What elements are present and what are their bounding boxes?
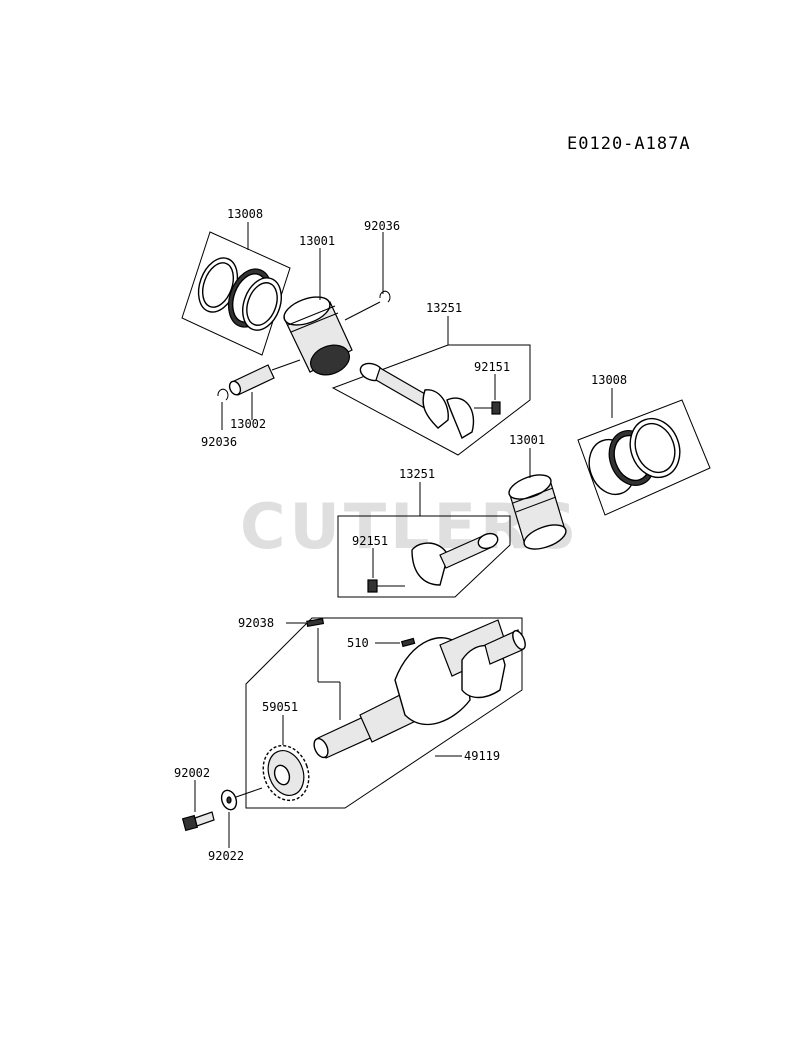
key-crank[interactable] — [400, 637, 416, 648]
label-13251-lower: 13251 — [399, 467, 435, 481]
label-92036-right: 92036 — [364, 219, 400, 233]
crankshaft[interactable] — [311, 619, 527, 760]
label-59051: 59051 — [262, 700, 298, 714]
conrod-upper-frame — [331, 344, 531, 456]
label-13001-lower: 13001 — [509, 433, 545, 447]
diagram-code: E0120-A187A — [567, 134, 691, 154]
conrod-lower-frame — [337, 515, 511, 598]
label-510: 510 — [347, 636, 369, 650]
piston-rings-lower[interactable] — [577, 399, 711, 516]
label-92036-left: 92036 — [201, 435, 237, 449]
conrod-upper[interactable] — [358, 360, 475, 440]
clip-upper-left[interactable] — [217, 388, 229, 401]
key-gear[interactable] — [306, 617, 325, 628]
washer[interactable] — [219, 788, 239, 812]
label-92151-lower: 92151 — [352, 534, 388, 548]
conrod-lower[interactable] — [411, 531, 500, 586]
bolt-upper[interactable] — [474, 401, 501, 415]
crank-frame — [245, 617, 523, 809]
label-92038: 92038 — [238, 616, 274, 630]
label-13001-upper: 13001 — [299, 234, 335, 248]
label-92022: 92022 — [208, 849, 244, 863]
bolt-gear[interactable] — [181, 811, 215, 832]
bolt-lower[interactable] — [367, 579, 405, 593]
piston-pin[interactable] — [228, 364, 275, 396]
label-13002: 13002 — [230, 417, 266, 431]
label-92151-upper: 92151 — [474, 360, 510, 374]
label-92002: 92002 — [174, 766, 210, 780]
piston-lower[interactable] — [506, 470, 569, 554]
piston-rings-upper[interactable] — [181, 231, 291, 356]
timing-gear[interactable] — [256, 739, 316, 807]
label-49119: 49119 — [464, 749, 500, 763]
label-13251-upper: 13251 — [426, 301, 462, 315]
label-13008-upper: 13008 — [227, 207, 263, 221]
label-13008-lower: 13008 — [591, 373, 627, 387]
piston-upper[interactable] — [280, 292, 353, 380]
clip-upper-right[interactable] — [379, 290, 391, 303]
